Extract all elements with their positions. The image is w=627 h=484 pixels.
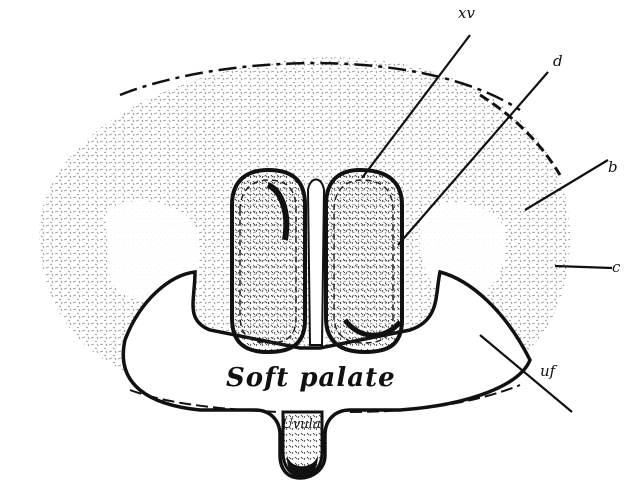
label-soft-palate: Soft palate <box>226 363 396 393</box>
label-uvula: Uvula <box>282 417 321 432</box>
label-c: c <box>612 258 621 276</box>
left-choana <box>232 170 305 352</box>
nasal-septum <box>308 180 324 346</box>
label-b: b <box>608 158 618 176</box>
label-uf: uf <box>540 362 558 380</box>
label-xv: xv <box>458 4 475 22</box>
label-d: d <box>553 52 563 70</box>
right-choana <box>326 170 402 352</box>
